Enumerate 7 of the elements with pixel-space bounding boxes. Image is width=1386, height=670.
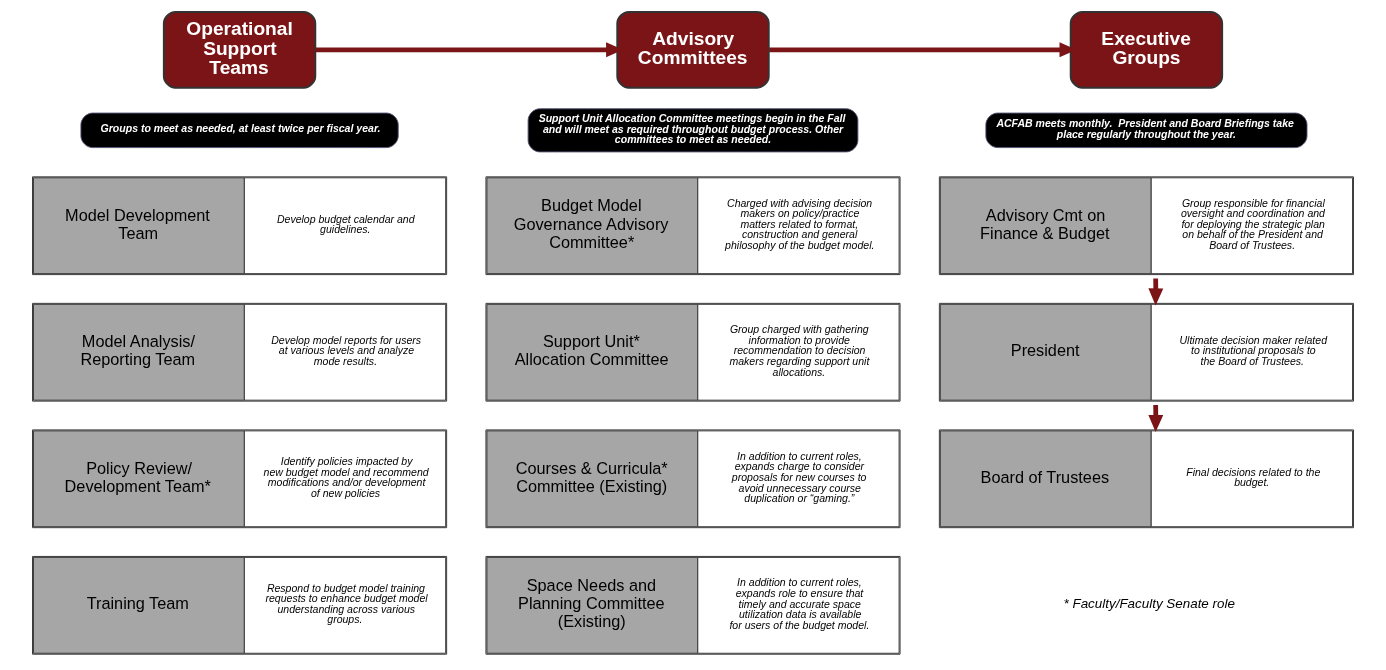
node-box: Advisory Committees [616, 11, 770, 89]
node-box: ACFAB meets monthly. President and Board Briefings take place regularly throughout the year. [985, 112, 1308, 149]
node-box: Executive Groups [1069, 11, 1224, 89]
node-box: Support Unit Allocation Committee meetings begin in the Fall and will meet as required throughout budget process. Other committees to meet as needed. [527, 108, 859, 153]
node-box: Groups to meet as needed, at least twice per fiscal year. [80, 112, 399, 149]
node-box: Operational Support Teams [162, 11, 317, 89]
label: * Faculty/Faculty Senate role [1063, 595, 1235, 611]
